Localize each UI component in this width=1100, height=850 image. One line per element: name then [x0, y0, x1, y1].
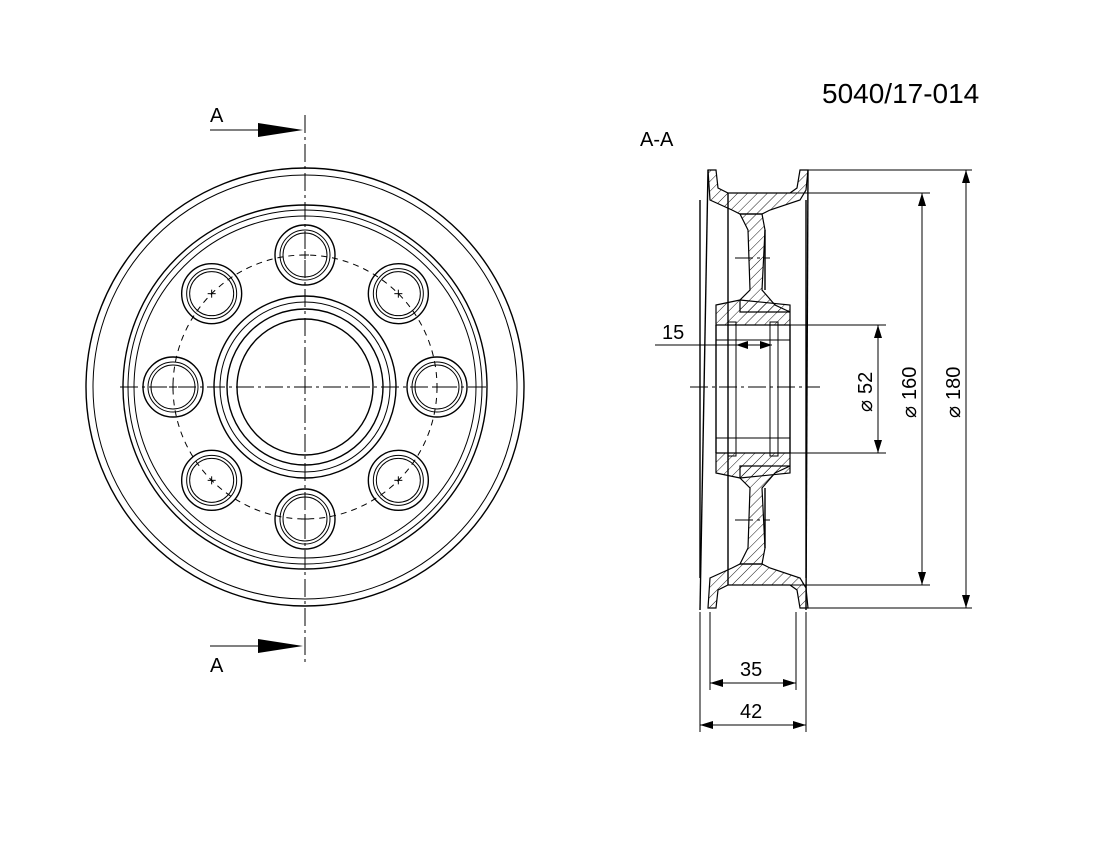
dim-text-15: 15: [662, 322, 684, 344]
diameter-icon: ⌀: [943, 406, 965, 418]
dim-inner-width: 35: [710, 659, 796, 687]
front-view: A A: [85, 105, 525, 677]
dim-text-42: 42: [740, 701, 762, 723]
lower-flange-section: [707, 563, 809, 609]
dim-bore-diameter: ⌀ 52: [855, 325, 882, 453]
upper-flange-section: [707, 169, 809, 215]
diameter-icon: ⌀: [899, 406, 921, 418]
dim-gap-width: 15: [655, 322, 772, 349]
bolt-hole: [367, 449, 430, 512]
section-marker-bottom: A: [210, 639, 303, 677]
section-letter-top: A: [210, 105, 224, 127]
upper-hub-section: [715, 299, 791, 326]
lower-hub-section: [715, 452, 791, 479]
bolt-hole: [180, 262, 243, 325]
dim-text-52: 52: [855, 372, 877, 394]
arrow-icon: [258, 639, 303, 653]
arrow-icon: [258, 123, 303, 137]
dim-text-35: 35: [740, 659, 762, 681]
section-view: A-A: [640, 129, 972, 732]
section-marker-top: A: [210, 105, 303, 137]
dim-text-160: 160: [899, 367, 921, 400]
bolt-hole: [180, 449, 243, 512]
dim-outer-diameter: ⌀ 180: [943, 170, 970, 608]
dim-text-180: 180: [943, 367, 965, 400]
bolt-hole: [367, 262, 430, 325]
part-number: 5040/17-014: [822, 78, 979, 109]
dim-pitch-diameter: ⌀ 160: [899, 193, 926, 585]
diameter-icon: ⌀: [855, 400, 877, 412]
dim-overall-width: 42: [700, 701, 806, 729]
section-view-label: A-A: [640, 129, 674, 151]
section-letter-bottom: A: [210, 655, 224, 677]
